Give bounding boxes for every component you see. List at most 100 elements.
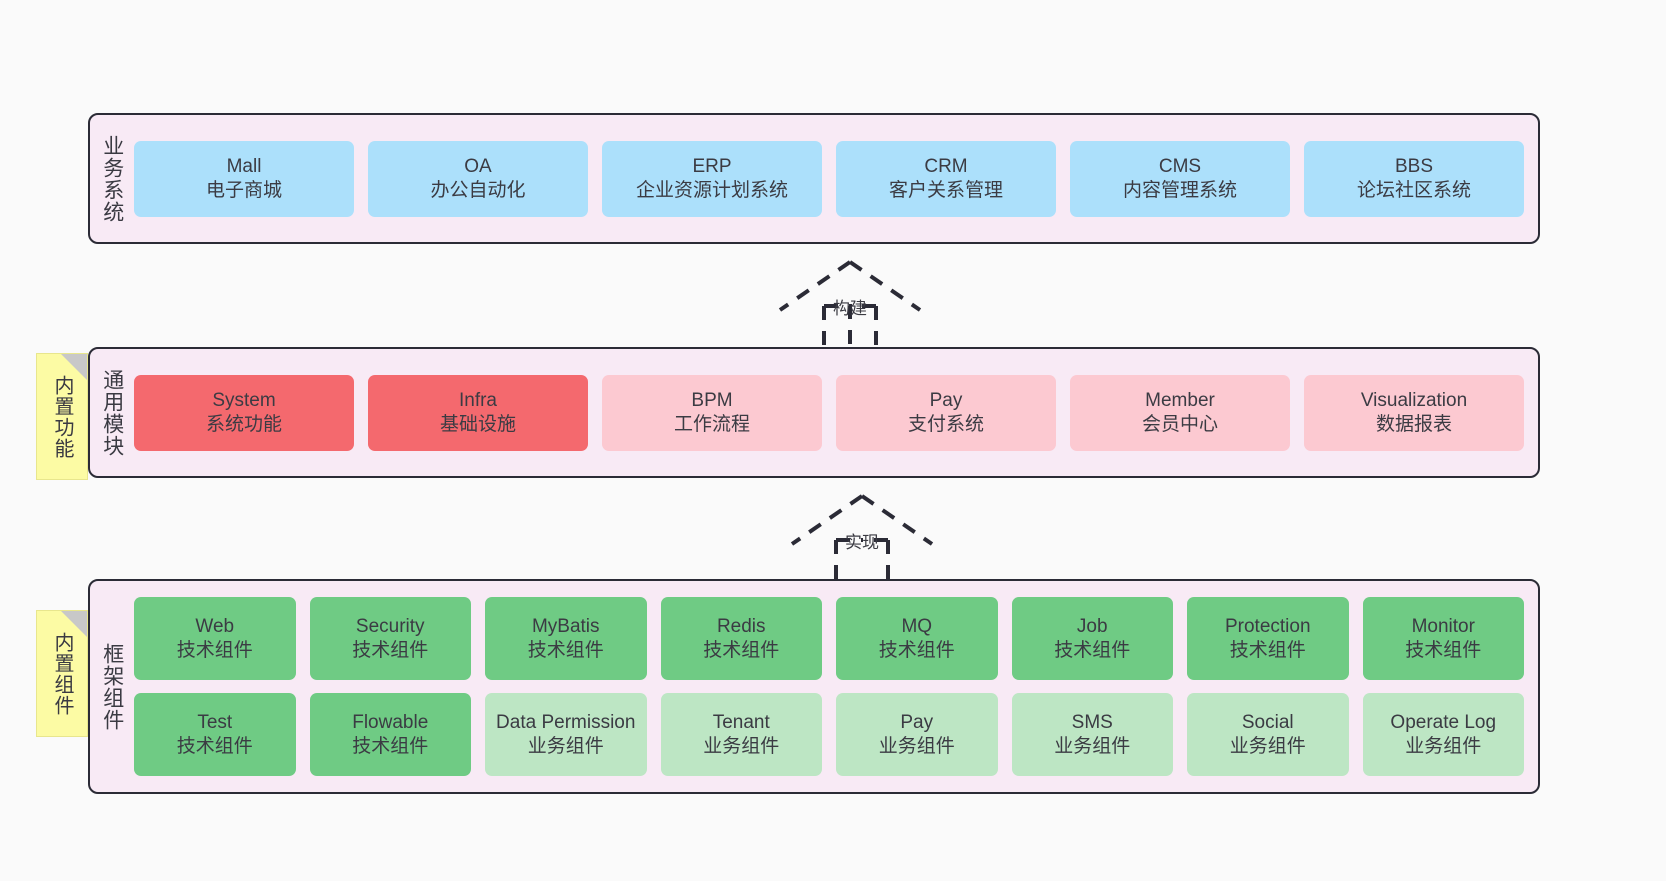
card-protection-subtitle: 技术组件 [1229,639,1306,661]
card-erp[interactable]: ERP 企业资源计划系统 [602,140,822,217]
card-mall-title: Mall [226,155,262,177]
card-oa[interactable]: OA 办公自动化 [368,140,588,217]
card-mq-subtitle: 技术组件 [878,639,955,661]
card-sms[interactable]: SMS 业务组件 [1011,693,1173,776]
card-mybatis-title: MyBatis [531,615,600,637]
card-test[interactable]: Test 技术组件 [134,693,296,776]
card-redis-subtitle: 技术组件 [703,639,780,661]
card-cms-subtitle: 内容管理系统 [1122,179,1237,201]
card-bpm[interactable]: BPM 工作流程 [602,374,822,451]
card-social-subtitle: 业务组件 [1229,735,1306,757]
card-mybatis[interactable]: MyBatis 技术组件 [485,597,647,680]
card-member-subtitle: 会员中心 [1141,413,1218,435]
card-web-title: Web [195,615,235,637]
card-system[interactable]: System 系统功能 [134,374,354,451]
card-pay-module-subtitle: 支付系统 [907,413,984,435]
card-operate-log-subtitle: 业务组件 [1405,735,1482,757]
card-erp-title: ERP [692,155,732,177]
card-flowable[interactable]: Flowable 技术组件 [309,693,471,776]
card-redis[interactable]: Redis 技术组件 [660,597,822,680]
card-protection-title: Protection [1224,615,1311,637]
card-member[interactable]: Member 会员中心 [1070,374,1290,451]
card-oa-title: OA [464,155,492,177]
card-mq-title: MQ [901,615,933,637]
card-security[interactable]: Security 技术组件 [309,597,471,680]
card-pay-module-title: Pay [929,389,963,411]
framework-component-row-1: Web 技术组件 Security 技术组件 MyBatis 技术组件 Redi… [134,597,1524,680]
card-infra-subtitle: 基础设施 [439,413,516,435]
card-visualization[interactable]: Visualization 数据报表 [1304,374,1524,451]
framework-component-grid: Web 技术组件 Security 技术组件 MyBatis 技术组件 Redi… [134,581,1538,792]
common-module-card-list: System 系统功能 Infra 基础设施 BPM 工作流程 Pay 支付系统… [134,349,1538,476]
card-pay-component-subtitle: 业务组件 [878,735,955,757]
card-bpm-title: BPM [691,389,733,411]
card-infra[interactable]: Infra 基础设施 [368,374,588,451]
card-job[interactable]: Job 技术组件 [1011,597,1173,680]
card-bbs-title: BBS [1394,155,1434,177]
card-social[interactable]: Social 业务组件 [1187,693,1349,776]
card-security-title: Security [355,615,425,637]
layer-business-system-label: 业务系统 [100,134,124,223]
card-cms[interactable]: CMS 内容管理系统 [1070,140,1290,217]
card-mall[interactable]: Mall 电子商城 [134,140,354,217]
framework-component-row-2: Test 技术组件 Flowable 技术组件 Data Permission … [134,693,1524,776]
card-cms-title: CMS [1158,155,1202,177]
card-web-subtitle: 技术组件 [176,639,253,661]
sticky-note-builtin-components: 内置组件 [36,610,88,737]
card-monitor[interactable]: Monitor 技术组件 [1362,597,1524,680]
card-flowable-subtitle: 技术组件 [352,735,429,757]
layer-framework-component: 框架组件 Web 技术组件 Security 技术组件 MyBatis 技术组件… [88,579,1540,794]
card-pay-component-title: Pay [900,711,934,733]
card-data-permission[interactable]: Data Permission 业务组件 [485,693,647,776]
card-member-title: Member [1145,389,1215,411]
connector-implement-label: 实现 [845,533,879,552]
card-infra-title: Infra [458,389,498,411]
card-sms-subtitle: 业务组件 [1054,735,1131,757]
card-monitor-subtitle: 技术组件 [1405,639,1482,661]
card-monitor-title: Monitor [1411,615,1475,637]
card-pay-module[interactable]: Pay 支付系统 [836,374,1056,451]
card-oa-subtitle: 办公自动化 [430,179,526,201]
card-data-permission-title: Data Permission [496,711,636,733]
sticky-note-builtin-features: 内置功能 [36,353,88,480]
card-flowable-title: Flowable [352,711,429,733]
card-redis-title: Redis [716,615,766,637]
card-mybatis-subtitle: 技术组件 [527,639,604,661]
card-bbs[interactable]: BBS 论坛社区系统 [1304,140,1524,217]
layer-business-system: 业务系统 Mall 电子商城 OA 办公自动化 ERP 企业资源计划系统 CRM… [88,113,1540,244]
card-job-subtitle: 技术组件 [1054,639,1131,661]
card-security-subtitle: 技术组件 [352,639,429,661]
layer-common-module-label: 通用模块 [100,368,124,457]
card-social-title: Social [1241,711,1294,733]
card-mall-subtitle: 电子商城 [205,179,282,201]
card-test-subtitle: 技术组件 [176,735,253,757]
card-protection[interactable]: Protection 技术组件 [1187,597,1349,680]
card-mq[interactable]: MQ 技术组件 [836,597,998,680]
card-crm-subtitle: 客户关系管理 [888,179,1003,201]
card-test-title: Test [197,711,233,733]
card-operate-log[interactable]: Operate Log 业务组件 [1362,693,1524,776]
layer-common-module: 通用模块 System 系统功能 Infra 基础设施 BPM 工作流程 Pay… [88,347,1540,478]
card-tenant-subtitle: 业务组件 [703,735,780,757]
card-system-subtitle: 系统功能 [205,413,282,435]
card-bpm-subtitle: 工作流程 [673,413,750,435]
card-erp-subtitle: 企业资源计划系统 [635,179,788,201]
card-pay-component[interactable]: Pay 业务组件 [836,693,998,776]
card-visualization-subtitle: 数据报表 [1375,413,1452,435]
connector-build-label: 构建 [833,299,867,318]
business-system-card-list: Mall 电子商城 OA 办公自动化 ERP 企业资源计划系统 CRM 客户关系… [134,115,1538,242]
card-job-title: Job [1076,615,1108,637]
card-system-title: System [212,389,276,411]
connector-implement: 实现 [772,492,952,584]
card-data-permission-subtitle: 业务组件 [527,735,604,757]
card-web[interactable]: Web 技术组件 [134,597,296,680]
card-tenant[interactable]: Tenant 业务组件 [660,693,822,776]
card-crm[interactable]: CRM 客户关系管理 [836,140,1056,217]
connector-build: 构建 [760,258,940,350]
card-sms-title: SMS [1071,711,1113,733]
card-operate-log-title: Operate Log [1390,711,1497,733]
card-crm-title: CRM [924,155,968,177]
card-bbs-subtitle: 论坛社区系统 [1356,179,1471,201]
card-visualization-title: Visualization [1360,389,1468,411]
